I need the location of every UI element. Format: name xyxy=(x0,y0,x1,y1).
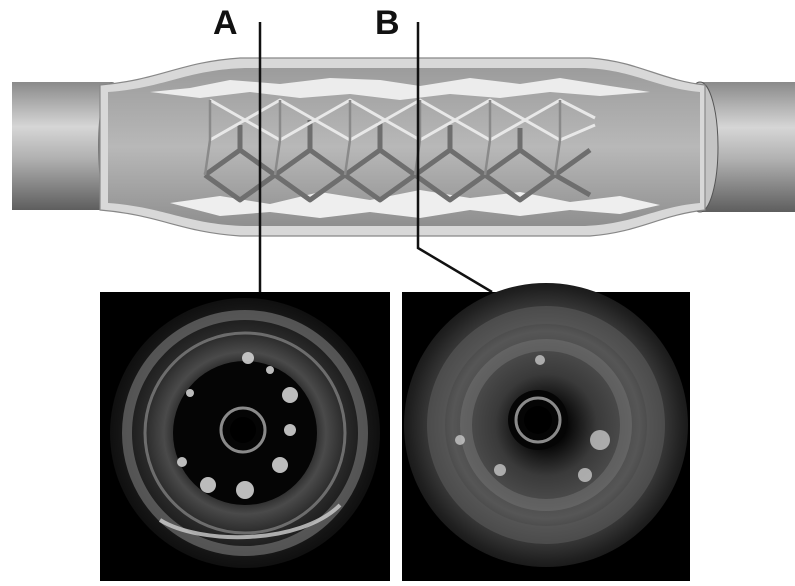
label-b: B xyxy=(375,6,400,40)
label-a: A xyxy=(213,6,238,40)
ivus-panel-a xyxy=(100,292,390,581)
ivus-panel-b xyxy=(402,283,690,581)
